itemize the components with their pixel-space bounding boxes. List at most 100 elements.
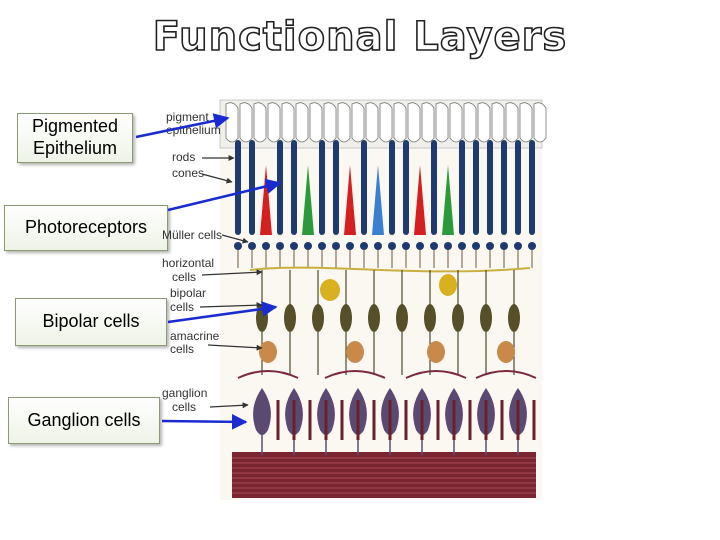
- horizontal-cell-body: [320, 279, 340, 301]
- pigment-cell: [309, 102, 323, 143]
- rod-cell: [333, 140, 339, 235]
- bipolar-cell-body: [312, 304, 324, 332]
- rod-cell: [235, 140, 241, 235]
- pigment-cell: [463, 102, 477, 143]
- fig-label-bipolar: bipolar: [170, 286, 206, 300]
- rod-cell: [389, 140, 395, 235]
- rod-cell: [501, 140, 507, 235]
- bipolar-cell-body: [284, 304, 296, 332]
- pigment-cell: [295, 102, 309, 143]
- photoreceptor-nucleus: [416, 242, 424, 250]
- amacrine-cell-body: [427, 341, 445, 363]
- fig-label-cones: cones: [172, 166, 204, 180]
- fig-label-ganglion-cells: cells: [172, 400, 196, 414]
- rod-cell: [403, 140, 409, 235]
- amacrine-process: [475, 370, 537, 379]
- pigment-cell: [491, 102, 505, 143]
- horizontal-cell: [249, 266, 531, 273]
- ganglion-cell-layer: [253, 388, 536, 455]
- photoreceptor-nucleus: [248, 242, 256, 250]
- pigment-cell: [435, 102, 449, 143]
- cone-cell: [302, 165, 314, 235]
- arrow-pigmented: [135, 113, 230, 139]
- pigment-cell: [267, 102, 281, 143]
- pigment-cell: [379, 102, 393, 143]
- fig-label-rods: rods: [172, 150, 195, 164]
- pigment-cell: [253, 102, 267, 143]
- pigment-cell: [449, 102, 463, 143]
- photoreceptor-nucleus: [318, 242, 326, 250]
- bipolar-cell-body: [340, 304, 352, 332]
- photoreceptor-nucleus: [402, 242, 410, 250]
- photoreceptor-nucleus: [360, 242, 368, 250]
- pigment-cell: [477, 102, 491, 143]
- photoreceptor-nucleus: [290, 242, 298, 250]
- photoreceptor-nucleus: [332, 242, 340, 250]
- photoreceptor-nucleus: [514, 242, 522, 250]
- bipolar-cell-body: [480, 304, 492, 332]
- photoreceptor-nucleus: [472, 242, 480, 250]
- pointer-arrows: [135, 113, 282, 430]
- rod-cell: [473, 140, 479, 235]
- rod-cell: [361, 140, 367, 235]
- pigment-cell: [337, 102, 351, 143]
- amacrine-cell-body: [497, 341, 515, 363]
- amacrine-process: [324, 370, 386, 379]
- fig-label-amacrine: amacrine: [170, 329, 220, 343]
- amacrine-cell-body: [346, 341, 364, 363]
- photoreceptor-nucleus: [528, 242, 536, 250]
- bipolar-cell-body: [396, 304, 408, 332]
- photoreceptor-nucleus: [234, 242, 242, 250]
- rod-cell: [249, 140, 255, 235]
- rod-cell: [487, 140, 493, 235]
- fig-label-bipolar-cells: cells: [170, 300, 194, 314]
- pigment-epithelium-layer: [219, 99, 547, 149]
- pigment-cell: [225, 102, 239, 143]
- photoreceptor-nucleus: [458, 242, 466, 250]
- ganglion-cell-body: [253, 388, 271, 435]
- amacrine-process: [237, 370, 299, 379]
- cone-cell: [414, 165, 426, 235]
- cone-cell: [344, 165, 356, 235]
- photoreceptor-nucleus: [346, 242, 354, 250]
- fig-label-muller: Müller cells: [162, 228, 222, 242]
- leader-arrows: [199, 155, 263, 409]
- pigment-cell: [351, 102, 365, 143]
- horizontal-cell-body: [439, 274, 457, 296]
- photoreceptor-nucleus: [430, 242, 438, 250]
- pigment-cell: [407, 102, 421, 143]
- nerve-fiber-layer: [232, 452, 536, 498]
- cone-cell: [442, 165, 454, 235]
- pigment-cell: [281, 102, 295, 143]
- bipolar-cell-body: [424, 304, 436, 332]
- photoreceptor-nucleus: [276, 242, 284, 250]
- photoreceptor-nucleus: [444, 242, 452, 250]
- fig-label-epithelium: epithelium: [166, 123, 221, 137]
- pigment-cell: [519, 102, 533, 143]
- arrow-photoreceptors: [167, 178, 282, 212]
- rod-cell: [277, 140, 283, 235]
- fig-label-horizontal-cells: cells: [172, 270, 196, 284]
- arrow-bipolar: [167, 301, 278, 324]
- photoreceptor-nucleus: [262, 242, 270, 250]
- label-photoreceptors: Photoreceptors: [4, 205, 168, 251]
- bipolar-cell-body: [368, 304, 380, 332]
- photoreceptor-layer: [234, 140, 536, 301]
- fig-label-horizontal: horizontal: [162, 256, 214, 270]
- pigment-cell: [421, 102, 435, 143]
- photoreceptor-nucleus: [486, 242, 494, 250]
- amacrine-cell-body: [259, 341, 277, 363]
- fig-label-amacrine-cells: cells: [170, 342, 194, 356]
- fig-label-pigment: pigment: [166, 110, 209, 124]
- pigment-cell: [533, 102, 547, 143]
- label-pigmented-epithelium: Pigmented Epithelium: [17, 113, 133, 163]
- photoreceptor-nucleus: [500, 242, 508, 250]
- cone-cell: [260, 165, 272, 235]
- cone-cell: [372, 165, 384, 235]
- arrow-ganglion: [161, 414, 248, 430]
- amacrine-process: [405, 370, 467, 379]
- pigment-cell: [505, 102, 519, 143]
- rod-cell: [291, 140, 297, 235]
- rod-cell: [431, 140, 437, 235]
